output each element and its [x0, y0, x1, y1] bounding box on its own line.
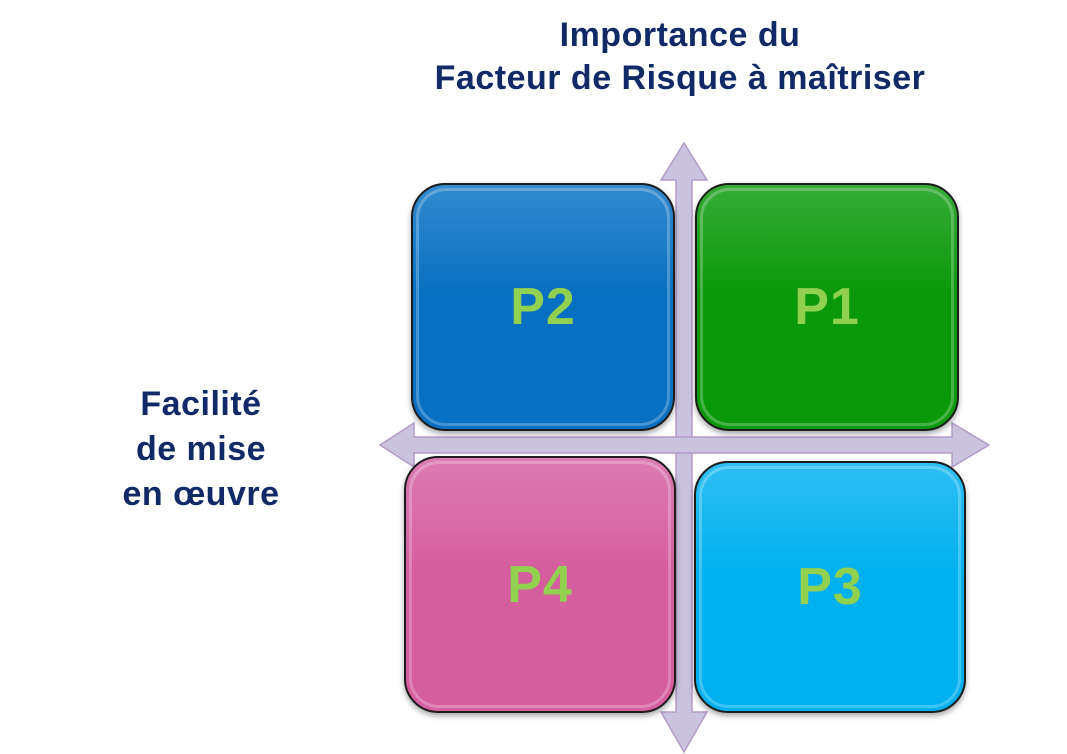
title-line-1: Importance du — [559, 16, 801, 54]
side-label-line-3: en œuvre — [122, 475, 280, 513]
quadrant-label-p2: P2 — [510, 278, 576, 336]
vertical-axis-title: Importance du Facteur de Risque à maîtri… — [330, 14, 1030, 100]
quadrant-p3: P3 — [694, 461, 966, 713]
horizontal-axis-arrow — [378, 421, 991, 469]
quadrant-p4: P4 — [404, 456, 676, 713]
quadrant-label-p3: P3 — [797, 558, 863, 616]
side-label-line-1: Facilité — [140, 385, 262, 423]
title-line-2: Facteur de Risque à maîtriser — [434, 59, 926, 97]
horizontal-axis-title: Facilité de mise en œuvre — [86, 382, 316, 517]
quadrant-p2: P2 — [411, 183, 675, 431]
quadrant-label-p4: P4 — [507, 555, 573, 614]
side-label-line-2: de mise — [135, 430, 267, 468]
quadrant-label-p1: P1 — [794, 278, 860, 336]
quadrant-p1: P1 — [695, 183, 959, 431]
